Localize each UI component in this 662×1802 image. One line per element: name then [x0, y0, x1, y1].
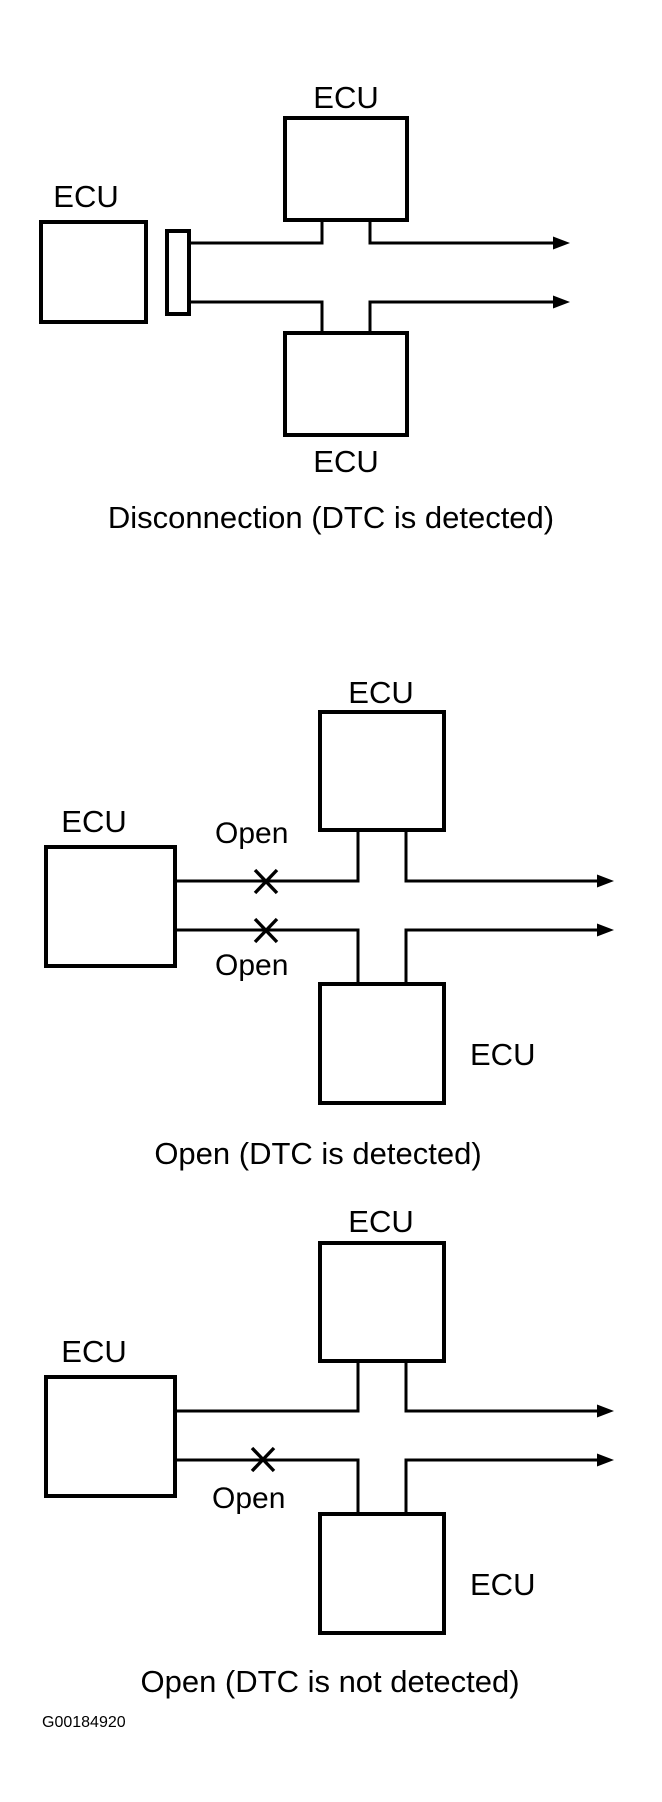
ecu-box-top [318, 1241, 446, 1363]
panel-caption-open-detected: Open (DTC is detected) [154, 1136, 481, 1171]
open-label-lower-bus: Open [215, 949, 288, 982]
ecu-box-left [39, 220, 148, 324]
bus-lower-left-segment [175, 928, 360, 984]
ecu-box-bottom [283, 331, 409, 437]
bus-upper-left-segment [175, 830, 360, 883]
panel-open-detected: ECU ECU Open [44, 675, 614, 1171]
panel-caption-disconnection: Disconnection (DTC is detected) [108, 500, 554, 535]
ecu-box-bottom [318, 1512, 446, 1635]
open-marker-upper-bus [253, 868, 279, 895]
ecu-label-top: ECU [313, 80, 378, 115]
ecu-box-left [44, 845, 177, 968]
ecu-box-bottom [318, 982, 446, 1105]
open-label-lower-bus: Open [212, 1482, 285, 1515]
ecu-label-top: ECU [348, 675, 413, 710]
bus-upper-right-segment [368, 220, 553, 245]
arrow-head-lower [597, 923, 614, 937]
arrow-head-upper [597, 874, 614, 888]
arrow-head-lower [553, 295, 570, 309]
open-marker-lower-bus [250, 1446, 276, 1473]
bus-lower-left-segment [189, 300, 324, 333]
ecu-label-left: ECU [61, 804, 126, 839]
panel-open-not-detected: ECU ECU Open ECU [44, 1204, 614, 1699]
bus-upper-left-segment [189, 220, 324, 245]
bus-lower-right-segment [368, 300, 553, 333]
ecu-label-left: ECU [61, 1334, 126, 1369]
bus-upper-right-segment [404, 830, 597, 883]
ecu-box-top [283, 116, 409, 222]
arrow-head-lower [597, 1453, 614, 1467]
ecu-label-bottom: ECU [313, 444, 378, 479]
bus-lower-left-segment [175, 1458, 360, 1514]
disconnected-connector [165, 229, 191, 316]
panel-disconnection: ECU ECU ECU Disconnection (DTC is detect… [39, 80, 570, 535]
arrow-head-upper [553, 236, 570, 250]
ecu-label-left: ECU [53, 179, 118, 214]
bus-lower-right-segment [404, 928, 597, 984]
ecu-label-top: ECU [348, 1204, 413, 1239]
ecu-label-bottom: ECU [470, 1567, 535, 1602]
ecu-label-bottom: ECU [470, 1037, 535, 1072]
bus-upper-left-segment [175, 1361, 360, 1413]
open-marker-lower-bus [253, 917, 279, 944]
bus-lower-right-segment [404, 1458, 597, 1514]
ecu-box-left [44, 1375, 177, 1498]
ecu-box-top [318, 710, 446, 832]
open-label-upper-bus: Open [215, 817, 288, 850]
figure-code-label: G00184920 [42, 1714, 126, 1731]
panel-caption-open-not-detected: Open (DTC is not detected) [140, 1664, 519, 1699]
bus-upper-right-segment [404, 1361, 597, 1413]
arrow-head-upper [597, 1404, 614, 1418]
